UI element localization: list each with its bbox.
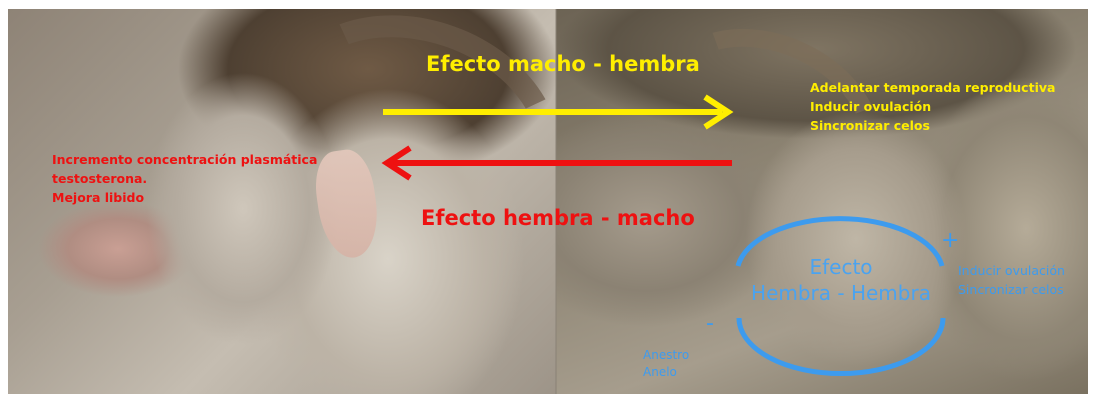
male-female-effect-item: Sincronizar celos	[810, 116, 1055, 135]
female-female-title-line: Hembra - Hembra	[738, 280, 944, 306]
male-female-effect-title: Efecto macho - hembra	[426, 52, 700, 76]
yellow-arrow	[383, 97, 728, 127]
female-female-negative-effects: Anestro Anelo	[643, 347, 689, 381]
positive-effect-item: Inducir ovulación	[958, 261, 1065, 280]
negative-effect-item: Anelo	[643, 364, 689, 381]
female-female-effect-title: Efecto Hembra - Hembra	[738, 254, 944, 306]
positive-sign: +	[941, 228, 959, 253]
negative-effect-item: Anestro	[643, 347, 689, 364]
male-female-effect-item: Inducir ovulación	[810, 97, 1055, 116]
female-male-effect-item: Mejora libido	[52, 188, 317, 207]
female-male-effect-item: Incremento concentración plasmática	[52, 150, 317, 169]
red-arrow	[387, 148, 732, 178]
female-female-title-line: Efecto	[738, 254, 944, 280]
female-male-effect-item: testosterona.	[52, 169, 317, 188]
female-female-positive-effects: Inducir ovulación Sincronizar celos	[958, 261, 1065, 299]
female-male-effects-list: Incremento concentración plasmática test…	[52, 150, 317, 207]
male-female-effects-list: Adelantar temporada reproductiva Inducir…	[810, 78, 1055, 135]
male-female-effect-item: Adelantar temporada reproductiva	[810, 78, 1055, 97]
negative-sign: -	[706, 311, 714, 336]
female-male-effect-title: Efecto hembra - macho	[421, 206, 695, 230]
positive-effect-item: Sincronizar celos	[958, 280, 1065, 299]
